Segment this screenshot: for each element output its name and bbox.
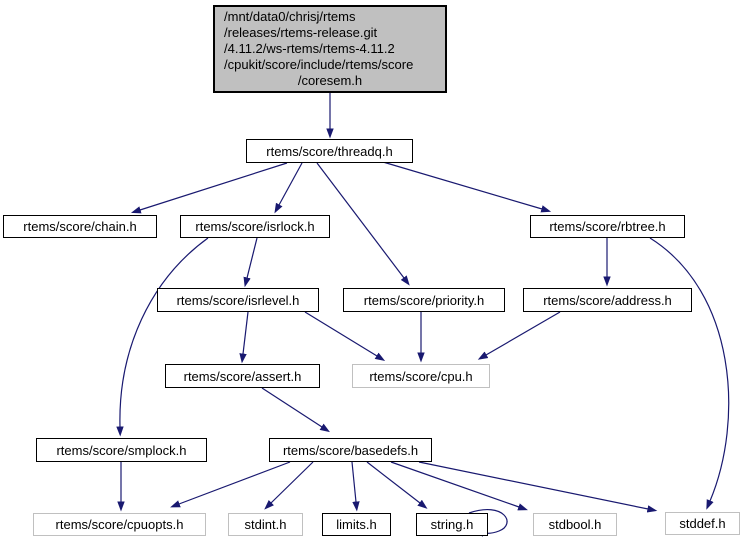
node-smplock[interactable]: rtems/score/smplock.h: [36, 438, 207, 462]
edge-threadq-priority: [316, 162, 410, 286]
edge-threadq-chain: [130, 162, 288, 214]
node-stdbool: stdbool.h: [533, 513, 617, 536]
node-coresem-line: /mnt/data0/chrisj/rtems: [224, 9, 356, 24]
node-coresem-line: /coresem.h: [297, 73, 363, 88]
node-coresem-line: /cpukit/score/include/rtems/score: [224, 57, 414, 72]
edge-assert-basedefs: [261, 387, 330, 433]
node-limits[interactable]: limits.h: [322, 513, 391, 536]
edge-isrlock-smplock: [116, 237, 209, 437]
node-threadq[interactable]: rtems/score/threadq.h: [246, 139, 413, 163]
edge-isrlevel-cpu: [304, 311, 386, 361]
edge-basedefs-stddef: [418, 461, 658, 513]
node-coresem-line: /releases/rtems-release.git: [224, 25, 378, 40]
edge-basedefs-cpuopts: [170, 461, 291, 508]
node-basedefs[interactable]: rtems/score/basedefs.h: [269, 438, 432, 462]
node-rbtree[interactable]: rtems/score/rbtree.h: [530, 215, 685, 238]
node-string[interactable]: string.h: [416, 513, 488, 536]
node-coresem-line: /4.11.2/ws-rtems/rtems-4.11.2: [224, 41, 395, 56]
edge-address-cpu: [477, 311, 561, 360]
edge-threadq-rbtree: [382, 161, 552, 213]
node-isrlevel[interactable]: rtems/score/isrlevel.h: [157, 288, 319, 312]
node-cpuopts: rtems/score/cpuopts.h: [33, 513, 206, 536]
node-cpu: rtems/score/cpu.h: [352, 364, 490, 388]
edge-basedefs-limits: [351, 461, 360, 512]
node-stdint: stdint.h: [228, 513, 303, 536]
edge-isrlock-isrlevel: [243, 237, 258, 288]
node-assert[interactable]: rtems/score/assert.h: [165, 364, 320, 388]
edge-basedefs-stdint: [264, 461, 314, 510]
node-coresem: /mnt/data0/chrisj/rtems /releases/rtems-…: [213, 5, 447, 93]
node-priority[interactable]: rtems/score/priority.h: [343, 288, 505, 312]
node-chain[interactable]: rtems/score/chain.h: [3, 215, 157, 238]
edge-basedefs-stdbool: [390, 461, 528, 511]
edge-string-selfloop: [468, 508, 508, 537]
edge-threadq-isrlock: [274, 162, 303, 214]
node-stddef: stddef.h: [665, 512, 740, 535]
node-isrlock[interactable]: rtems/score/isrlock.h: [180, 215, 330, 238]
edge-isrlevel-assert: [239, 311, 249, 364]
edge-rbtree-stddef: [649, 237, 730, 510]
edge-basedefs-string: [366, 461, 428, 509]
node-address[interactable]: rtems/score/address.h: [523, 288, 692, 312]
